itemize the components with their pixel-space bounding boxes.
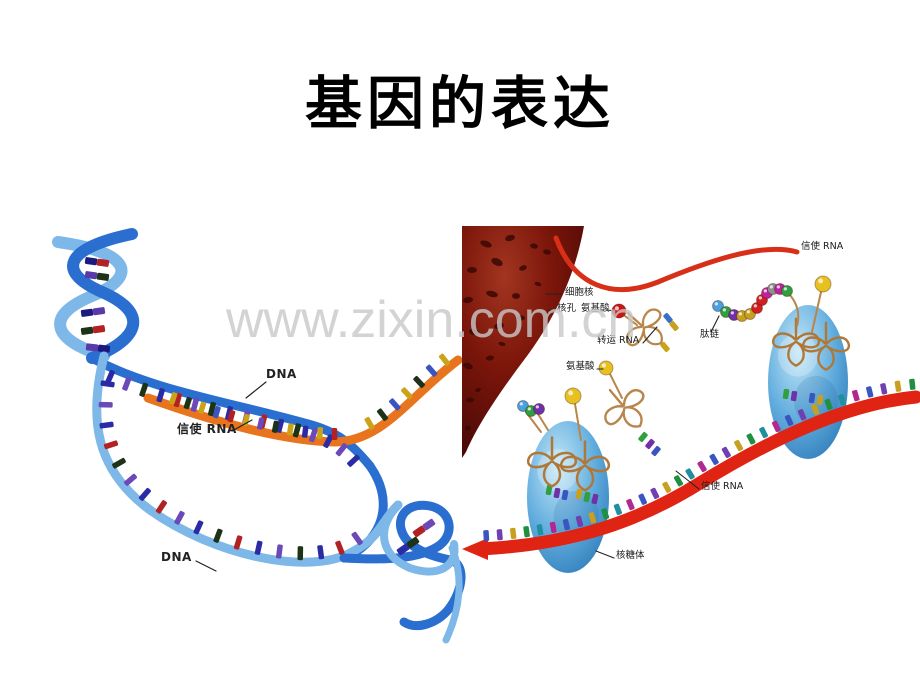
label-ribosome: 核糖体 <box>616 550 645 561</box>
label-peptide-chain: 肽链 <box>700 329 720 340</box>
translation-art <box>462 226 920 573</box>
label-mrna-left: 信使 RNA <box>177 422 237 436</box>
transcription-art <box>52 228 466 644</box>
label-mrna-top: 信使 RNA <box>801 241 844 252</box>
label-nucleus: 细胞核 <box>565 287 594 298</box>
slide-title: 基因的表达 <box>305 73 615 136</box>
nucleus <box>462 226 584 458</box>
label-dna-bottom: DNA <box>161 550 192 564</box>
label-transfer-rna: 转运 RNA <box>597 335 640 346</box>
label-amino-acid-lower: 氨基酸 <box>566 361 595 372</box>
label-amino-acid-upper: 氨基酸 <box>581 303 610 314</box>
label-nuclear-pore: 核孔 <box>557 303 577 314</box>
label-mrna-bottom: 信使 RNA <box>701 481 744 492</box>
label-dna-top: DNA <box>266 367 297 381</box>
